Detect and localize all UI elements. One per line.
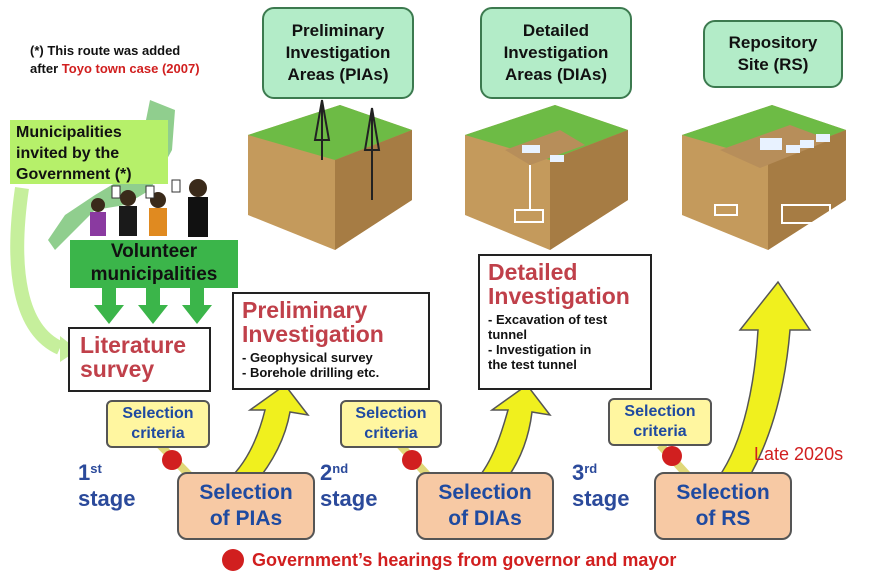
rs-landscape-image [682,105,846,250]
detailed-investigation-title: Detailed Investigation [488,259,630,309]
literature-survey-title: Literature survey [80,332,187,382]
detailed-investigation-box: Detailed Investigation - Excavation of t… [478,254,652,390]
legend-red-dot-icon [222,549,244,571]
selection-of-rs-box: Selection of RS [654,472,792,540]
preliminary-investigation-box: Preliminary Investigation - Geophysical … [232,292,430,390]
site-label-pias: Preliminary Investigation Areas (PIAs) [262,7,414,99]
preliminary-bullet-1: - Geophysical survey [242,350,373,365]
route-note: (*) This route was added after Toyo town… [30,43,200,76]
preliminary-bullet-2: - Borehole drilling etc. [242,365,380,380]
people-group-icon [90,179,208,237]
dia-landscape-image [465,105,628,250]
site-label-dias: Detailed Investigation Areas (DIAs) [480,7,632,99]
toyo-case-highlight: Toyo town case (2007) [61,61,200,76]
literature-survey-box: Literature survey [68,327,211,392]
hearing-dot-1 [162,450,182,470]
preliminary-investigation-title: Preliminary Investigation [242,297,384,347]
stage-arrows [227,280,812,502]
hearing-dot-3 [662,446,682,466]
selection-of-pias-box: Selection of PIAs [177,472,315,540]
late-2020s-label: Late 2020s [754,444,844,464]
selection-of-dias-box: Selection of DIAs [416,472,554,540]
invited-route-arrow [10,186,64,355]
pia-landscape-image [248,99,412,250]
stage-3-label: 3rd stage [572,460,630,511]
hearing-dot-2 [402,450,422,470]
detailed-bullet-2: - Investigation in the test tunnel [488,342,592,372]
stage3-arrow [717,280,812,502]
volunteer-down-arrows [94,285,212,324]
stage-1-label: 1st stage [78,460,136,511]
selection-criteria-2: Selection criteria [340,400,442,448]
detailed-bullet-1: - Excavation of test tunnel [488,312,608,342]
site-label-rs: Repository Site (RS) [703,20,843,88]
stage-2-label: 2nd stage [320,460,378,511]
volunteer-municipalities-box: Volunteer municipalities [70,240,238,288]
hearings-legend: Government’s hearings from governor and … [222,549,676,571]
selection-criteria-3: Selection criteria [608,398,712,446]
municipalities-invited-box: Municipalities invited by the Government… [10,120,168,184]
selection-criteria-1: Selection criteria [106,400,210,448]
